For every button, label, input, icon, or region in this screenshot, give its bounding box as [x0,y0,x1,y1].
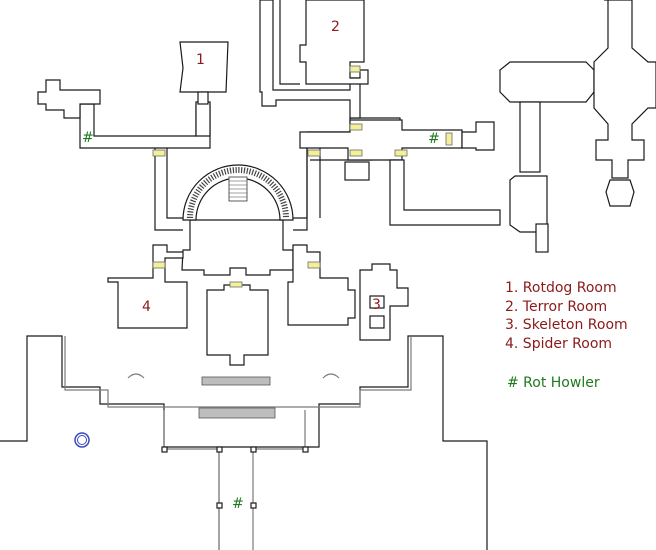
legend-skeleton-room: 3. Skeleton Room [505,317,628,333]
legend-spider-room: 4. Spider Room [505,336,613,352]
portal-icon [74,432,90,448]
rot-howler-marker: # [232,496,244,512]
east-wing [389,0,656,253]
dome [182,164,294,221]
west-corridors [37,41,229,329]
central-keep [181,219,294,366]
courtyard-outline [0,335,488,550]
room-label-terror: 2 [331,19,340,35]
legend-rot-howler: # Rot Howler [507,375,600,391]
rot-howler-marker: # [82,130,94,146]
doors [152,65,453,288]
room-label-rotdog: 1 [196,52,205,68]
legend-rotdog-room: 1. Rotdog Room [505,280,617,296]
legend-terror-room: 2. Terror Room [505,299,608,315]
room-label-spider: 4 [142,299,151,315]
east-corridors [287,117,495,341]
room-label-skeleton: 3 [372,297,381,313]
terror-room-structure [259,0,369,119]
rot-howler-marker: # [428,131,440,147]
